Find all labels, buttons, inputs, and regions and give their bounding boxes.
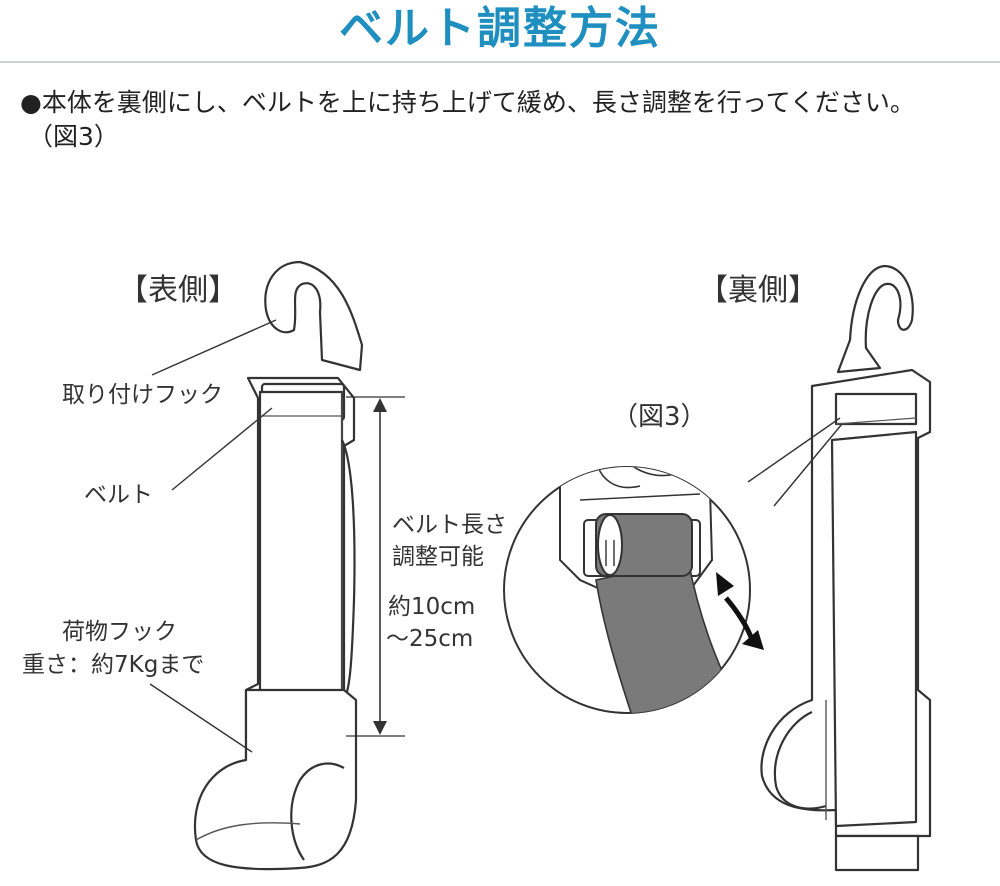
- hook-label: 取り付けフック: [62, 382, 223, 408]
- instruction-line-1: ●本体を裏側にし、ベルトを上に持ち上げて緩め、長さ調整を行ってください。: [20, 88, 915, 117]
- back-hook-illustration: [760, 264, 932, 872]
- front-belt: [258, 390, 344, 740]
- luggage-label-1: 荷物フック: [62, 619, 177, 645]
- adjust-label-2: 調整可能: [392, 544, 484, 570]
- adjust-label-1: ベルト長さ: [392, 512, 507, 538]
- luggage-label-2: 重さ：約7Kgまで: [22, 652, 205, 678]
- range-label-2: ～25cm: [386, 626, 474, 652]
- title-divider: [0, 61, 1000, 63]
- front-leader-lines: [149, 319, 277, 753]
- front-side-header: 【表側】: [118, 273, 238, 308]
- front-hook-illustration: [193, 260, 364, 871]
- front-side-edge: [341, 439, 356, 701]
- front-luggage-hook-inner: [290, 762, 345, 861]
- back-top-hook: [836, 264, 914, 374]
- zoom-detail-circle: [503, 466, 764, 714]
- front-top-hook: [264, 260, 364, 372]
- back-side-header: 【裏側】: [698, 273, 818, 308]
- belt-leader-line: [171, 407, 273, 491]
- back-luggage-hook-loop: [773, 710, 827, 810]
- back-belt: [830, 430, 918, 828]
- instruction-text: ●本体を裏側にし、ベルトを上に持ち上げて緩め、長さ調整を行ってください。 （図3…: [20, 86, 915, 154]
- range-label-1: 約10cm: [388, 594, 476, 620]
- belt-label: ベルト: [84, 482, 153, 508]
- back-bottom-cap: [834, 834, 920, 872]
- adjust-direction-arrow: [716, 572, 764, 650]
- length-dimension-marker: [346, 396, 405, 737]
- figure-label: （図3）: [612, 402, 707, 432]
- front-luggage-hook: [193, 688, 358, 871]
- instruction-line-2: （図3）: [28, 122, 119, 151]
- zoom-callout-lines: [747, 417, 843, 507]
- luggage-leader-line: [149, 683, 253, 753]
- hook-leader-line: [151, 319, 277, 376]
- page-title: ベルト調整方法: [339, 3, 661, 54]
